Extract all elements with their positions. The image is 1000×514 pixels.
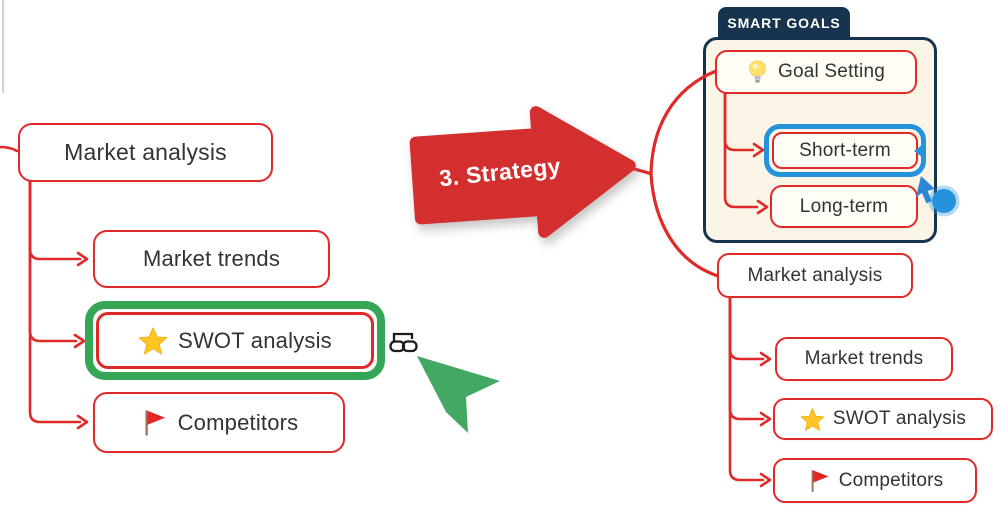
node-goal-setting[interactable]: Goal Setting [715, 50, 917, 94]
arrowhead [76, 251, 89, 267]
connector-right-trunk-3 [728, 296, 765, 482]
node-label: SWOT analysis [832, 408, 967, 429]
green-cursor-icon [417, 356, 500, 433]
arrowhead [73, 333, 86, 349]
link-icon[interactable] [388, 329, 421, 357]
smart-goals-group-title[interactable]: SMART GOALS [718, 7, 850, 38]
node-label: Competitors [838, 469, 944, 491]
node-market-trends-right[interactable]: Market trends [775, 337, 953, 381]
highlight-ring: SWOT analysis [85, 301, 385, 380]
node-competitors-left[interactable]: Competitors [93, 392, 345, 453]
group-title-label: SMART GOALS [727, 14, 841, 31]
connector-arrow-junction [626, 165, 653, 176]
node-market-analysis-left[interactable]: Market analysis [18, 123, 273, 182]
selection-ring: Short-term [764, 124, 926, 177]
connector-left-trunk-3 [28, 180, 82, 424]
flag-icon [140, 408, 168, 438]
node-label: Short-term [799, 139, 891, 161]
flag-icon [807, 468, 831, 494]
lightbulb-icon [747, 59, 768, 85]
node-label: Market trends [142, 246, 281, 271]
connector-left-trunk-1 [28, 180, 82, 261]
node-swot-analysis-left[interactable]: SWOT analysis [96, 312, 374, 369]
node-label: Goal Setting [778, 61, 885, 82]
star-icon [800, 407, 825, 432]
node-label: SWOT analysis [178, 327, 332, 353]
node-label: Long-term [799, 195, 889, 217]
node-label: Market analysis [747, 264, 883, 286]
connector-right-trunk-1 [728, 296, 765, 361]
connector-edge-to-root [0, 145, 19, 153]
connector-left-trunk-2 [28, 180, 78, 343]
panel-edge-line [2, 0, 4, 93]
node-competitors-right[interactable]: Competitors [773, 458, 977, 503]
connector-right-trunk-2 [728, 296, 765, 421]
node-short-term[interactable]: Short-term [772, 132, 918, 169]
arrowhead [759, 472, 772, 488]
node-label: Market analysis [64, 139, 227, 165]
node-long-term[interactable]: Long-term [770, 185, 918, 228]
arrowhead [759, 351, 772, 367]
node-label: Competitors [177, 409, 299, 435]
strategy-arrow-label[interactable]: 3. Strategy [437, 152, 562, 191]
node-swot-analysis-right[interactable]: SWOT analysis [773, 398, 993, 440]
node-market-trends-left[interactable]: Market trends [93, 230, 330, 288]
arrowhead [76, 414, 89, 430]
node-market-analysis-right[interactable]: Market analysis [717, 253, 913, 298]
star-icon [138, 326, 168, 356]
node-label: Market trends [804, 348, 924, 369]
arrowhead [759, 411, 772, 427]
